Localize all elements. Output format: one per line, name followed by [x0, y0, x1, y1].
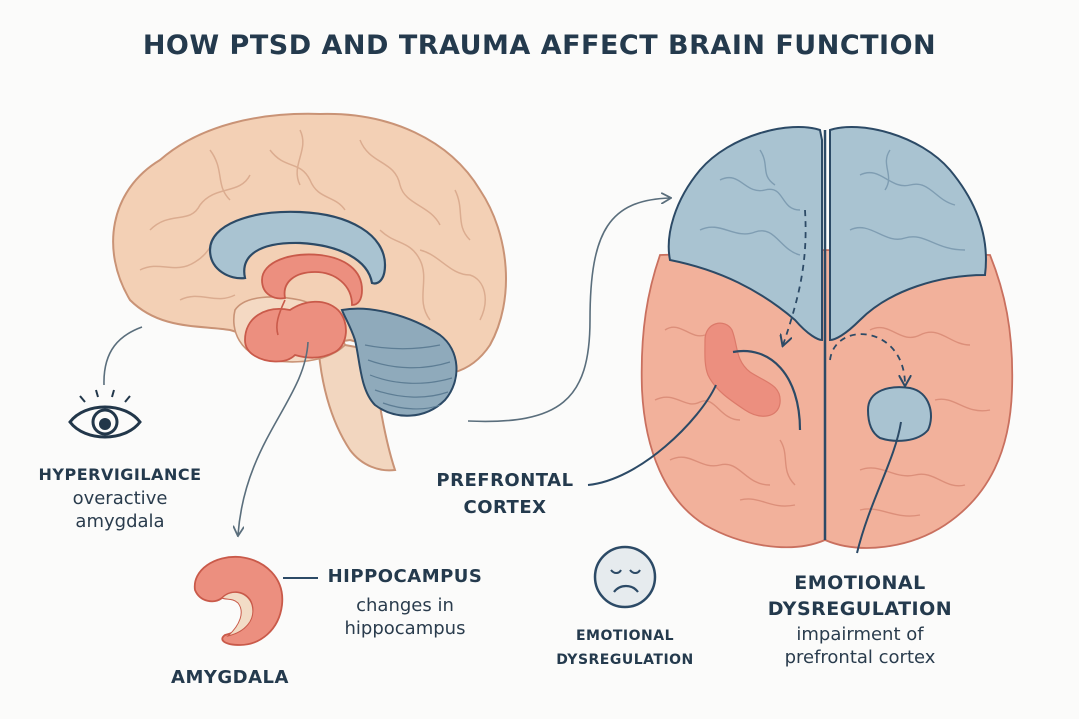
prefrontal-line2: CORTEX — [463, 497, 547, 518]
prefrontal-pointer — [587, 384, 717, 486]
s-curve-arrow — [467, 198, 670, 423]
gyri — [139, 129, 486, 321]
limbic-structure — [261, 253, 363, 306]
dashed-arrow-left — [783, 209, 807, 345]
connectors — [103, 198, 902, 579]
emotional-center-line2: DYSREGULATION — [556, 652, 694, 668]
right-frontal-lobe — [829, 126, 987, 342]
posterior-gyri — [654, 326, 991, 517]
emotional-dysregulation-center-label: EMOTIONAL DYSREGULATION — [535, 628, 715, 668]
hippocampus-title: HIPPOCAMPUS — [327, 566, 483, 587]
emotional-right-line1: EMOTIONAL — [794, 572, 926, 594]
hippocampus-line2: hippocampus — [344, 618, 466, 639]
dysregulation-pointer — [856, 421, 902, 554]
emotional-dysregulation-right-label: EMOTIONAL DYSREGULATION impairment of pr… — [750, 572, 970, 668]
prefrontal-cortex-label: PREFRONTAL CORTEX — [420, 470, 590, 518]
eye-connector — [103, 326, 143, 386]
prefrontal-highlight — [704, 322, 781, 417]
hypervigilance-title: HYPERVIGILANCE — [38, 465, 202, 484]
corpus-callosum — [208, 210, 387, 285]
frontal-gyri — [699, 149, 966, 256]
page-title: HOW PTSD AND TRAUMA AFFECT BRAIN FUNCTIO… — [142, 30, 937, 61]
amygdala-blob-top-view — [866, 386, 932, 442]
prefrontal-line1: PREFRONTAL — [436, 470, 574, 491]
emotional-center-line1: EMOTIONAL — [575, 628, 675, 644]
eye-icon — [68, 389, 142, 439]
hypervigilance-label: HYPERVIGILANCE overactive amygdala — [20, 465, 220, 532]
cerebellum — [340, 307, 458, 417]
emotional-right-line3: impairment of — [796, 624, 924, 645]
hippocampus-label: HIPPOCAMPUS changes in hippocampus — [310, 566, 500, 639]
amygdala-arrow — [238, 341, 309, 535]
dashed-arrow-right — [829, 333, 905, 385]
amygdala-label: AMYGDALA — [150, 667, 310, 688]
amygdala-title: AMYGDALA — [171, 667, 289, 688]
amygdala-region — [244, 300, 347, 363]
connector-curve — [732, 349, 802, 431]
hypervigilance-line1: overactive — [72, 488, 168, 509]
sagittal-brain — [112, 112, 508, 472]
hippocampus-illustration — [194, 556, 284, 646]
top-view-brain — [640, 126, 1014, 549]
sad-face-icon — [593, 545, 657, 609]
cerebellum-folds — [364, 344, 453, 410]
hippocampus-line1: changes in — [356, 595, 454, 616]
hypervigilance-line2: amygdala — [75, 511, 165, 532]
emotional-right-line4: prefrontal cortex — [784, 647, 936, 668]
emotional-right-line2: DYSREGULATION — [767, 598, 953, 620]
